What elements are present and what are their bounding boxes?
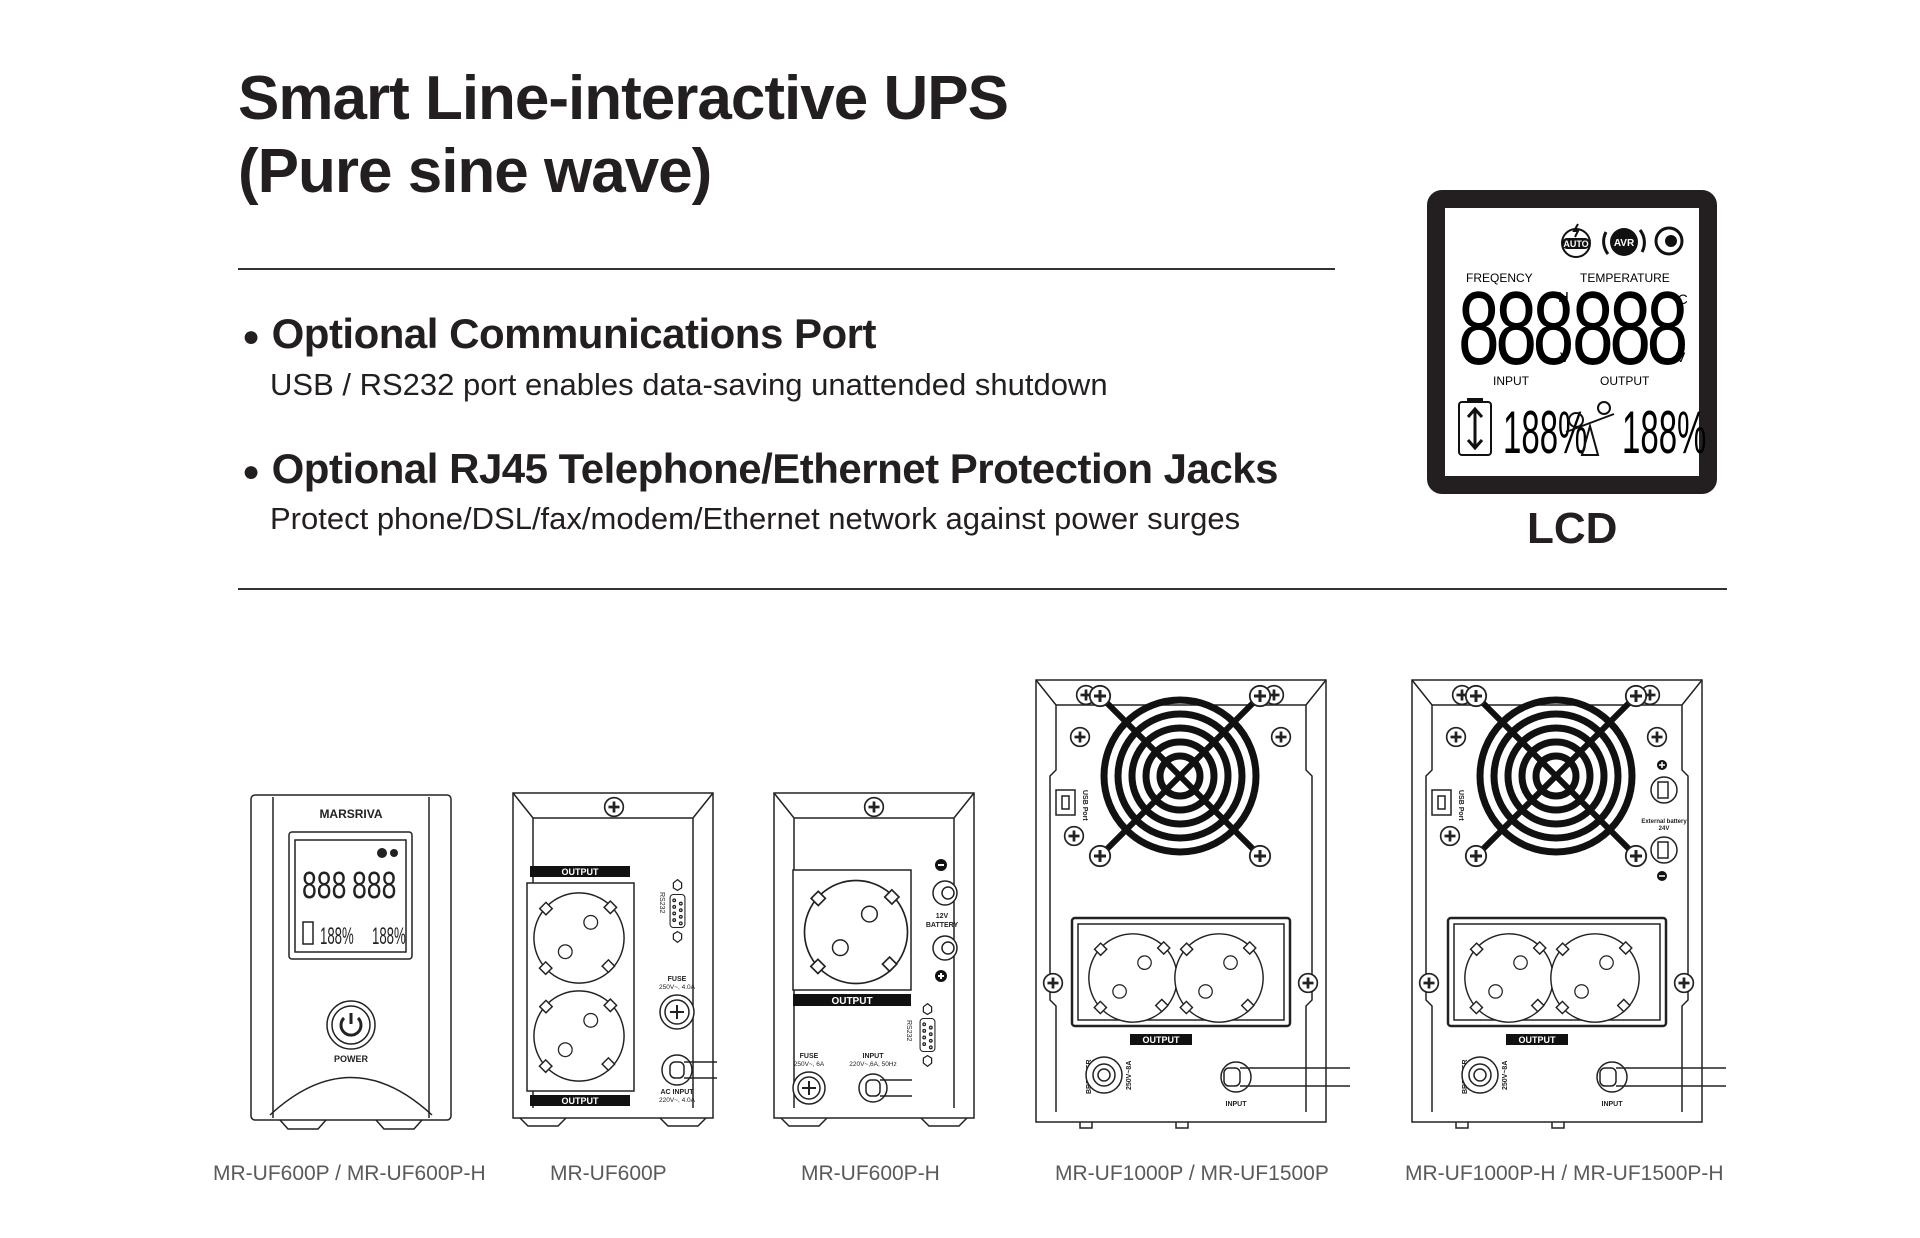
feature-title: Optional Communications Port (271, 310, 877, 357)
output-label: OUTPUT (831, 996, 872, 1007)
load-icon (1565, 401, 1615, 456)
socket-icon (533, 892, 625, 984)
divider-top (238, 268, 1335, 270)
screw-icon (863, 796, 885, 818)
socket-icon (1550, 933, 1640, 1023)
input-percent: 188% (1503, 400, 1587, 467)
device-caption: MR-UF600P-H (801, 1162, 940, 1185)
feature-desc-rj45: Protect phone/DSL/fax/modem/Ethernet net… (270, 501, 1241, 536)
auto-label: AUTO (1563, 239, 1588, 249)
input-rating: 220V~,6A, 50Hz (849, 1061, 897, 1068)
screw-icon (603, 796, 625, 818)
output-label: OUTPUT (1143, 1035, 1181, 1045)
ac-input-label: AC INPUT (660, 1089, 694, 1096)
unit-hz-label: H (1558, 289, 1569, 306)
fan-grille-icon (1466, 686, 1646, 866)
usb-port-label: USB Port (1457, 790, 1464, 821)
output-label: OUTPUT (1600, 374, 1650, 388)
bullet-icon: ● (242, 319, 260, 353)
socket-icon (1174, 933, 1264, 1023)
input-label: INPUT (863, 1053, 885, 1060)
title-line-2: (Pure sine wave) (238, 137, 712, 206)
rs232-label: RS232 (658, 892, 665, 914)
external-battery-voltage: 24V (1659, 826, 1670, 832)
screw-icon (1042, 972, 1064, 994)
input-label: INPUT (1226, 1101, 1248, 1108)
screw-icon (1418, 972, 1440, 994)
mini-lcd-digits-right: 888 (352, 863, 396, 906)
screw-icon (1673, 972, 1695, 994)
power-button[interactable] (326, 1000, 376, 1050)
screw-icon (1445, 726, 1467, 748)
breaker-rating: 250V~8A (1502, 1061, 1509, 1090)
lcd-digits-output: 888 (1572, 271, 1685, 387)
fuse-label: FUSE (668, 976, 687, 983)
ups-rear-view-1000p-h: USB Port External battery 24V OUTPUT BRE… (1411, 679, 1726, 1129)
temperature-label: TEMPERATURE (1580, 271, 1670, 285)
bullet-icon: ● (242, 454, 260, 488)
input-label: INPUT (1493, 374, 1530, 388)
feature-heading-rj45: ● Optional RJ45 Telephone/Ethernet Protec… (242, 445, 1278, 493)
brand-logo: MARSRIVA (319, 807, 382, 821)
socket-icon (803, 879, 909, 985)
divider-bottom (238, 588, 1727, 590)
feature-heading-comm-port: ● Optional Communications Port (242, 310, 876, 358)
ac-input-rating: 220V~, 4.0A (659, 1097, 696, 1104)
screw-icon (1069, 726, 1091, 748)
lcd-digits-input: 888 (1458, 271, 1571, 387)
lcd-display: AUTO AVR FREQENCY TEMPERATURE 888 888 H … (1427, 190, 1717, 494)
mini-lcd-output-pct: 188% (372, 923, 406, 950)
output-label: OUTPUT (1519, 1035, 1557, 1045)
device-caption: MR-UF1000P-H / MR-UF1500P-H (1405, 1162, 1724, 1185)
output-label: OUTPUT (562, 867, 600, 877)
socket-icon (1464, 933, 1554, 1023)
socket-icon (1088, 933, 1178, 1023)
screw-icon (1297, 972, 1319, 994)
frequency-label: FREQENCY (1466, 271, 1533, 285)
battery-voltage-label: 12V (936, 913, 949, 920)
fuse-label: FUSE (800, 1053, 819, 1060)
avr-icon: AVR (1602, 228, 1646, 256)
external-battery-label: External battery (1641, 819, 1687, 825)
unit-celsius-label: °C (1672, 291, 1688, 307)
fan-grille-icon (1090, 686, 1270, 866)
rs232-label: RS232 (905, 1020, 912, 1042)
buzzer-icon (1654, 226, 1684, 256)
device-caption: MR-UF600P / MR-UF600P-H (213, 1162, 486, 1185)
auto-icon: AUTO (1561, 223, 1591, 258)
fuse-rating: 250V~, 4.0A (659, 984, 696, 991)
screw-icon (1439, 825, 1461, 847)
power-label: POWER (334, 1054, 369, 1064)
battery-label: BATTERY (926, 922, 959, 929)
lcd-caption: LCD (1527, 504, 1618, 553)
breaker-rating: 250V~8A (1126, 1061, 1133, 1090)
usb-port-label: USB Port (1081, 790, 1088, 821)
socket-icon (533, 990, 625, 1082)
page-title: Smart Line-interactive UPS (Pure sine wa… (238, 62, 1009, 208)
feature-title: Optional RJ45 Telephone/Ethernet Protect… (271, 445, 1279, 492)
ups-front-view: MARSRIVA 888 888 188% 188% POWER (250, 794, 452, 1130)
ups-rear-view-1000p: USB Port OUTPUT BREAKER 250V~8A INPUT (1035, 679, 1350, 1129)
input-label: INPUT (1602, 1101, 1624, 1108)
feature-desc-comm-port: USB / RS232 port enables data-saving una… (270, 367, 1108, 402)
fuse-rating: 250V~, 6A (794, 1061, 825, 1068)
output-percent: 188% (1622, 400, 1706, 467)
avr-label: AVR (1614, 238, 1635, 249)
unit-volt-output: V (1676, 349, 1686, 365)
title-line-1: Smart Line-interactive UPS (238, 64, 1009, 133)
device-caption: MR-UF600P (550, 1162, 667, 1185)
ups-rear-view-600p: OUTPUT OUTPUT RS232 FUSE 250V~, 4.0A AC … (512, 792, 717, 1127)
unit-volt-input: V (1560, 349, 1570, 365)
ups-rear-view-600p-h: OUTPUT 12V BATTERY RS232 FUSE 250V~, 6A … (773, 792, 975, 1127)
screw-icon (1063, 825, 1085, 847)
mini-lcd-input-pct: 188% (320, 923, 354, 950)
mini-lcd-digits-left: 888 (302, 863, 346, 906)
battery-icon (1458, 398, 1492, 456)
device-caption: MR-UF1000P / MR-UF1500P (1055, 1162, 1329, 1185)
screw-icon (1270, 726, 1292, 748)
output-label: OUTPUT (562, 1096, 600, 1106)
screw-icon (1646, 726, 1668, 748)
